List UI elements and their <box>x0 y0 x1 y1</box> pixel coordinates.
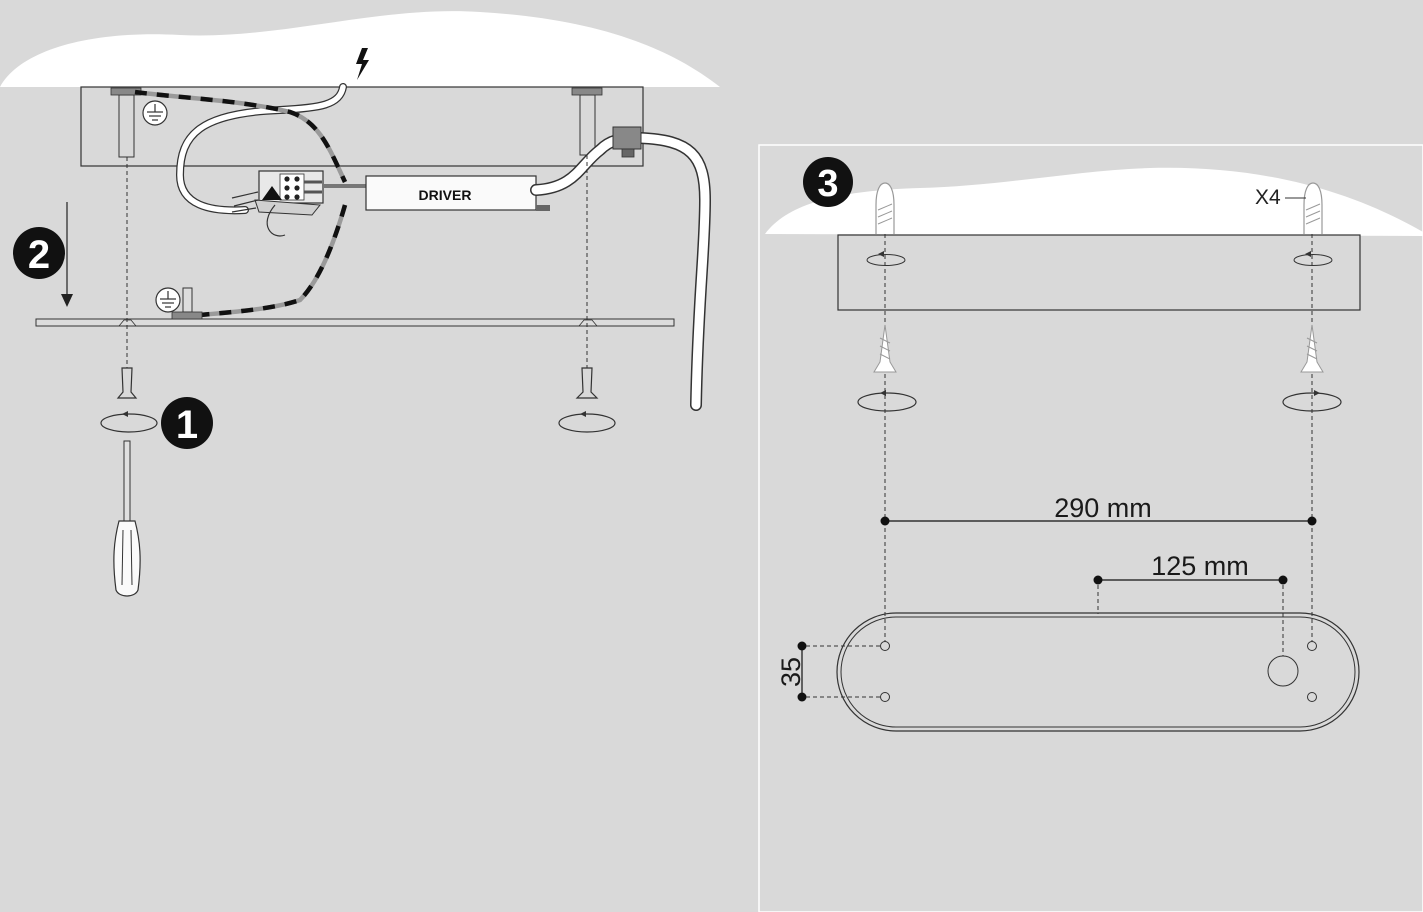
ground-icon-plate <box>155 287 203 320</box>
dimension-35-label: 35 <box>776 657 806 687</box>
terminal-block <box>231 170 324 237</box>
driver-unit: DRIVER <box>365 175 550 211</box>
right-panel: X4 <box>758 144 1423 912</box>
rotate-icon-left <box>100 411 158 433</box>
svg-text:1: 1 <box>176 403 198 447</box>
dimension-125-label: 125 mm <box>1151 551 1249 581</box>
quantity-label: X4 <box>1255 186 1281 209</box>
rotate-icon-bar-left <box>866 251 906 266</box>
svg-text:3: 3 <box>817 163 838 205</box>
output-cable <box>530 131 712 411</box>
step-badge-3: 3 <box>803 157 853 207</box>
step-badge-1: 1 <box>161 397 213 449</box>
left-panel: DRIVER <box>0 11 720 597</box>
baseplate <box>836 612 1360 732</box>
wall-plug-left <box>875 182 895 234</box>
rotate-icon-right <box>558 411 616 433</box>
ground-icon-top <box>142 100 168 126</box>
ceiling-right <box>765 167 1423 236</box>
right-panel-frame <box>758 144 1423 912</box>
dimension-290-label: 290 mm <box>1054 493 1152 523</box>
earth-wire-top <box>134 89 348 183</box>
box-post-left <box>110 87 142 158</box>
step-badge-2: 2 <box>13 227 65 279</box>
rotate-icon-right-panel-left <box>857 390 917 412</box>
dimension-290: 290 mm <box>880 493 1317 526</box>
svg-text:2: 2 <box>28 233 50 277</box>
ceiling-left <box>0 11 720 87</box>
screwdriver-icon <box>113 440 141 597</box>
screw-bar-left <box>873 324 897 373</box>
screw-bar-right <box>1300 324 1324 373</box>
screw-left <box>116 367 138 399</box>
power-lightning-icon <box>356 48 369 80</box>
dimension-125: 125 mm <box>1093 551 1288 660</box>
cord-grip <box>612 126 642 158</box>
wall-plug-right <box>1303 182 1323 234</box>
ceiling-box <box>80 86 644 167</box>
fixture-plate <box>35 318 675 327</box>
dimension-35: 35 <box>776 641 881 702</box>
rotate-icon-bar-right <box>1293 251 1333 266</box>
rotate-icon-right-panel-right <box>1282 390 1342 412</box>
screw-right <box>575 367 599 399</box>
mounting-bar <box>837 234 1361 311</box>
driver-label: DRIVER <box>419 187 472 203</box>
box-post-right <box>571 87 603 156</box>
